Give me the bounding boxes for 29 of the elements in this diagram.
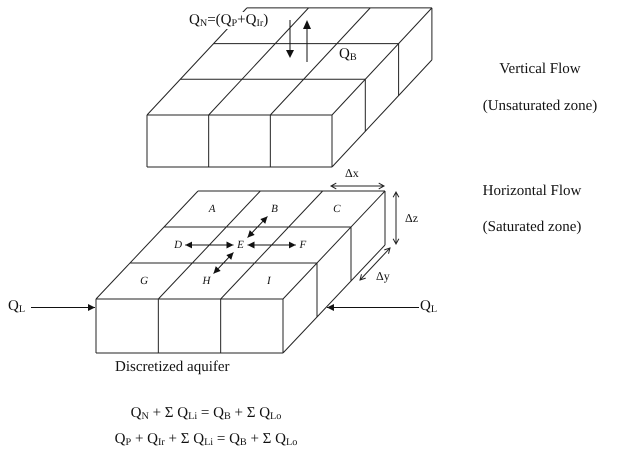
zone-title: Horizontal Flow bbox=[482, 183, 582, 200]
equation: Q$_{P}$ + Q$_{Ir}$ + Σ Q$_{Li}$ = Q$_{B}$ + Σ Q$_{Lo}$ bbox=[114, 431, 298, 448]
zone-title: (Unsaturated zone) bbox=[482, 98, 598, 114]
aquifer-label: Discretized aquifer bbox=[115, 359, 230, 376]
cell-label: A bbox=[206, 202, 218, 216]
cell-label: C bbox=[330, 202, 343, 216]
flow-arrow bbox=[184, 242, 234, 248]
dimension-label: Δx bbox=[345, 167, 359, 180]
zone-title: Vertical Flow bbox=[499, 61, 581, 78]
flux-label: Q$_{L}$ bbox=[8, 298, 26, 314]
flow-arrow bbox=[30, 304, 96, 311]
dimension-label: Δy bbox=[376, 270, 390, 284]
flow-arrow bbox=[247, 216, 268, 238]
cell-label: E bbox=[234, 238, 246, 252]
dimension-label: Δz bbox=[405, 212, 418, 226]
cell-label: F bbox=[296, 238, 309, 252]
flow-arrow bbox=[213, 252, 234, 274]
cell-label: I bbox=[262, 274, 275, 288]
flux-label: Q$_{N}$=(Q$_{P}$+Q$_{Ir}$) bbox=[188, 12, 270, 28]
zone-title: (Saturated zone) bbox=[482, 219, 582, 236]
cell-label: G bbox=[138, 274, 150, 288]
flow-arrow bbox=[247, 242, 296, 248]
equation: Q$_{N}$ + Σ Q$_{Li}$ = Q$_{B}$ + Σ Q$_{Lo}$ bbox=[130, 405, 282, 422]
flux-label: Q$_{B}$ bbox=[339, 46, 357, 62]
cell-label: H bbox=[200, 274, 212, 288]
cell-label: B bbox=[268, 202, 280, 216]
flow-arrow bbox=[326, 304, 420, 311]
flux-label: Q$_{L}$ bbox=[420, 298, 438, 314]
cell-label: D bbox=[172, 238, 184, 252]
